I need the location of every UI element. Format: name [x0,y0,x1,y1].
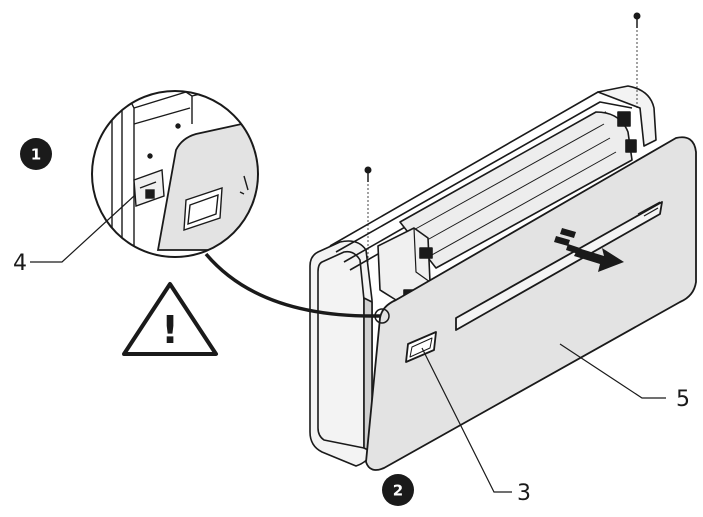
detail-panel-mark [243,175,249,191]
fan-drum-edge [429,151,617,257]
removal-arrow-icon [554,228,624,272]
electronics-box-edge [413,227,431,283]
callout-3-leader [421,347,512,493]
detail-panel [156,118,258,251]
detail-display-window-inner [187,193,219,226]
front-panel-body [365,136,697,471]
detail-frame [191,91,251,97]
step-badge-2: 2 [382,474,414,506]
display-window-inner [409,337,433,358]
connector [419,247,433,259]
callout-4-label: 4 [13,251,27,276]
callout-5-label: 5 [676,387,690,412]
fan-drum-edge [419,137,611,245]
detail-frame [133,91,193,124]
warning-glyph: ! [161,308,178,352]
callout-4-leader [30,195,135,263]
callout-4: 4 [13,195,135,276]
connector [625,139,637,153]
warning-triangle-icon: ! [122,282,218,356]
callout-5: 5 [559,343,690,412]
detail-bracket-edge [139,181,157,189]
fan-drum-edge [409,123,605,233]
detail-panel-mark [239,191,245,195]
detail-display-window [183,187,223,231]
screw-icon [364,166,372,270]
detail-screw [147,153,153,159]
connector [617,111,631,127]
detail-target-ring [374,308,390,324]
step-badge-1-number: 1 [31,146,41,164]
detail-connector [145,189,155,199]
detail-screw [175,123,181,129]
panel-slot [455,201,663,331]
callout-3-label: 3 [517,481,531,506]
front-panel [365,136,697,471]
detail-bracket [133,169,165,207]
detail-frame [133,107,191,125]
step-badge-1: 1 [20,138,52,170]
right-end-cap [597,85,657,147]
callout-3: 3 [421,347,531,506]
unit-body [309,85,657,467]
slot-detail [643,207,659,217]
top-rail-inner [335,101,633,253]
detail-connector-curve [204,252,381,318]
slot-detail [637,201,661,215]
step-badge-2-number: 2 [393,482,403,500]
left-end-cap-rim [317,250,365,449]
screw-icon [633,12,641,110]
detail-magnifier-outline [91,90,259,258]
callout-5-leader [559,343,666,399]
detail-magnifier [91,90,259,258]
left-end-cap [309,240,373,467]
